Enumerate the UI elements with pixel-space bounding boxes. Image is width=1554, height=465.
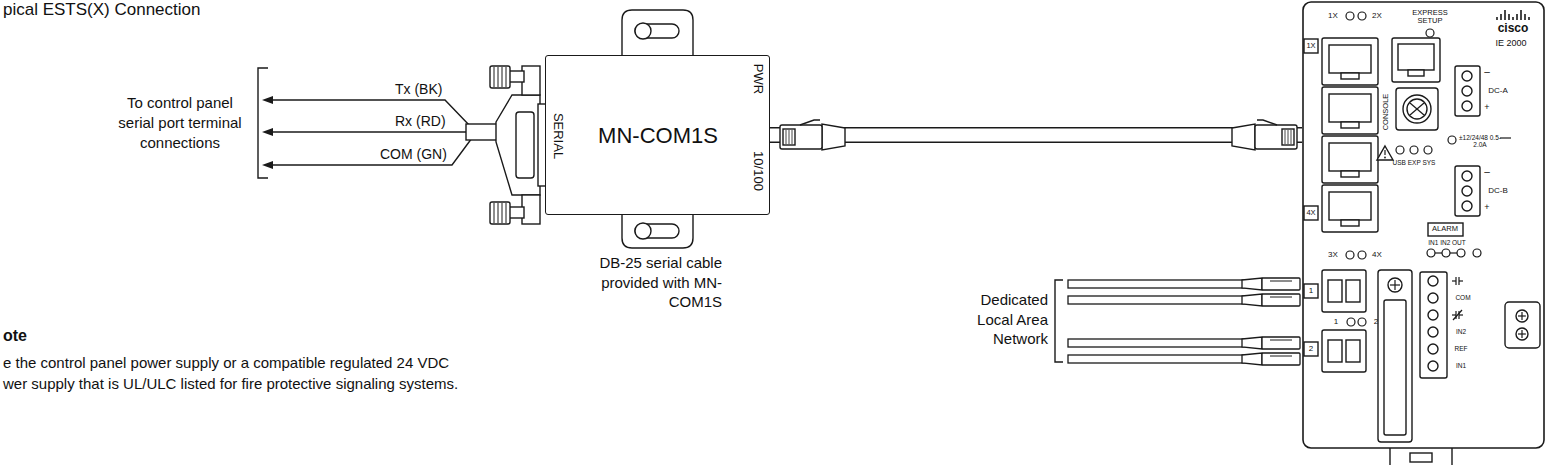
node-text: +	[1484, 103, 1489, 112]
node-text: USB EXP SYS	[1393, 160, 1436, 167]
cable-outline	[770, 127, 1302, 143]
title-text: pical ESTS(X) Connection	[3, 0, 200, 20]
node-text: MN-COM1S	[598, 124, 718, 147]
node-text: +	[1484, 203, 1489, 212]
node-text: DC-B	[1488, 187, 1508, 195]
node-text: REF	[1455, 346, 1468, 353]
node-text: 3X	[1328, 251, 1338, 259]
node-text: 2	[1374, 318, 1378, 326]
node-text: ±12/24/48 0.5-2.0A	[1459, 135, 1501, 149]
node-text: 1X	[1328, 12, 1338, 20]
node-text: DC-A	[1488, 87, 1508, 95]
node-text: PWR	[751, 64, 765, 94]
label-text: ote	[3, 327, 27, 345]
cable-fill	[770, 129, 1302, 142]
node-text: ALARM	[1432, 225, 1458, 233]
node-text: COM	[1455, 295, 1470, 302]
node-text: 1	[1309, 287, 1313, 295]
node-text: cisco	[1498, 22, 1529, 35]
node-text: IN1	[1456, 363, 1466, 370]
label-text: wer supply that is UL/ULC listed for fir…	[3, 375, 458, 392]
node-text: IN2	[1456, 329, 1466, 336]
node-text: SERIAL	[551, 113, 565, 159]
node-text: 4X	[1306, 209, 1315, 217]
node-text: –	[1484, 167, 1490, 178]
converter-box: SERIAL MN-COM1S PWR 10/100	[545, 55, 770, 215]
label-text: Rx (RD)	[395, 113, 446, 129]
label-text: DB-25 serial cable provided with MN-COM1…	[587, 253, 722, 312]
label-text: e the control panel power supply or a co…	[3, 354, 449, 371]
node-text: 1	[1334, 318, 1338, 326]
node-text: 4X	[1372, 251, 1382, 259]
node-text: –	[1484, 67, 1490, 78]
node-text: 10/100	[751, 151, 765, 191]
node-text: IE 2000	[1495, 39, 1526, 48]
node-text: EXPRESS SETUP	[1410, 9, 1450, 25]
node-text: 2	[1309, 345, 1313, 353]
label-text: To control panel serial port terminal co…	[110, 93, 250, 153]
node-text: IN1 IN2 OUT	[1428, 240, 1466, 247]
network-switch: 1X 2X EXPRESS SETUP cisco IE 2000 1X – DC-A + CON…	[1302, 2, 1545, 448]
node-text: CONSOLE	[1382, 94, 1390, 131]
node-text: 1X	[1306, 42, 1315, 50]
label-text: COM (GN)	[380, 146, 447, 162]
label-text: Tx (BK)	[395, 81, 442, 97]
ethernet-cable	[770, 135, 1302, 136]
label-text: Dedicated Local Area Network	[968, 290, 1048, 349]
node-text: 2X	[1372, 12, 1382, 20]
